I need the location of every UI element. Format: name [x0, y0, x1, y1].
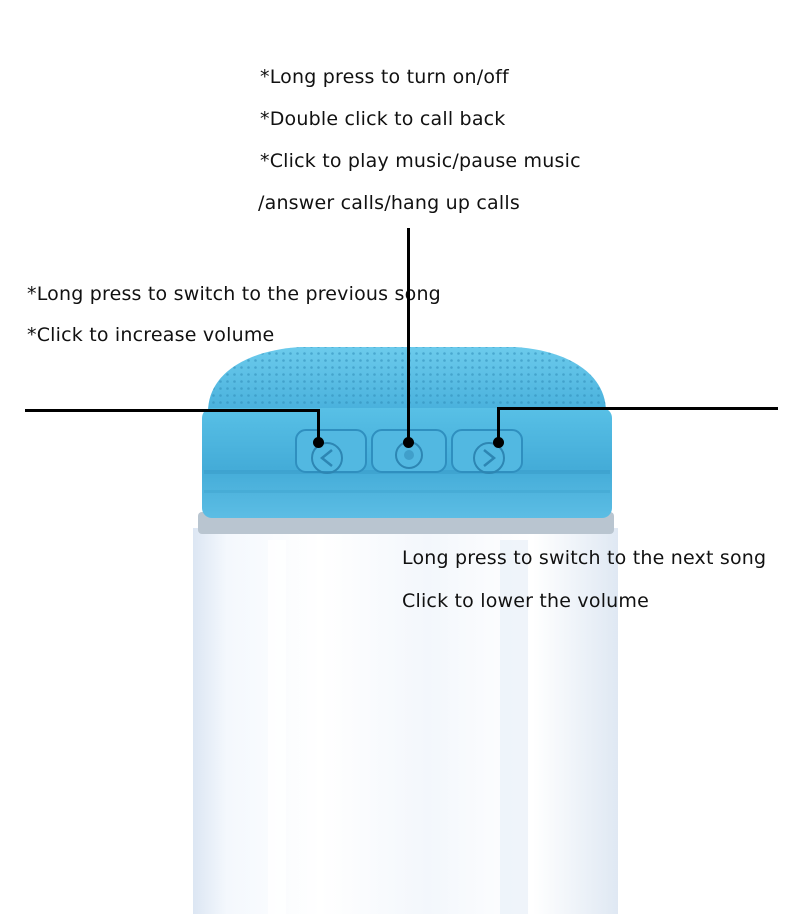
- leader-line-top: [407, 228, 410, 443]
- leader-line-left-horizontal: [25, 409, 320, 412]
- callout-line-lower-volume: Click to lower the volume: [402, 590, 650, 612]
- leader-dot-center: [403, 437, 414, 448]
- leader-dot-left: [313, 437, 324, 448]
- callout-line-answer-calls: /answer calls/hang up calls: [258, 192, 520, 214]
- callout-line-power: *Long press to turn on/off: [260, 66, 509, 88]
- leader-dot-right: [493, 437, 504, 448]
- callout-line-increase-volume: *Click to increase volume: [27, 324, 275, 346]
- next-button[interactable]: [451, 429, 523, 474]
- leader-line-left-vertical: [317, 409, 320, 441]
- previous-button-icon: [311, 442, 343, 474]
- callout-line-play-pause: *Click to play music/pause music: [260, 150, 581, 172]
- leader-line-right-vertical: [497, 407, 500, 441]
- callout-line-next-song: Long press to switch to the next song: [402, 547, 767, 569]
- leader-line-right-horizontal: [497, 407, 778, 410]
- speaker-body: [193, 528, 618, 914]
- previous-button[interactable]: [295, 429, 367, 474]
- callout-line-call-back: *Double click to call back: [260, 108, 506, 130]
- callout-line-previous-song: *Long press to switch to the previous so…: [27, 283, 441, 305]
- next-button-icon: [473, 442, 505, 474]
